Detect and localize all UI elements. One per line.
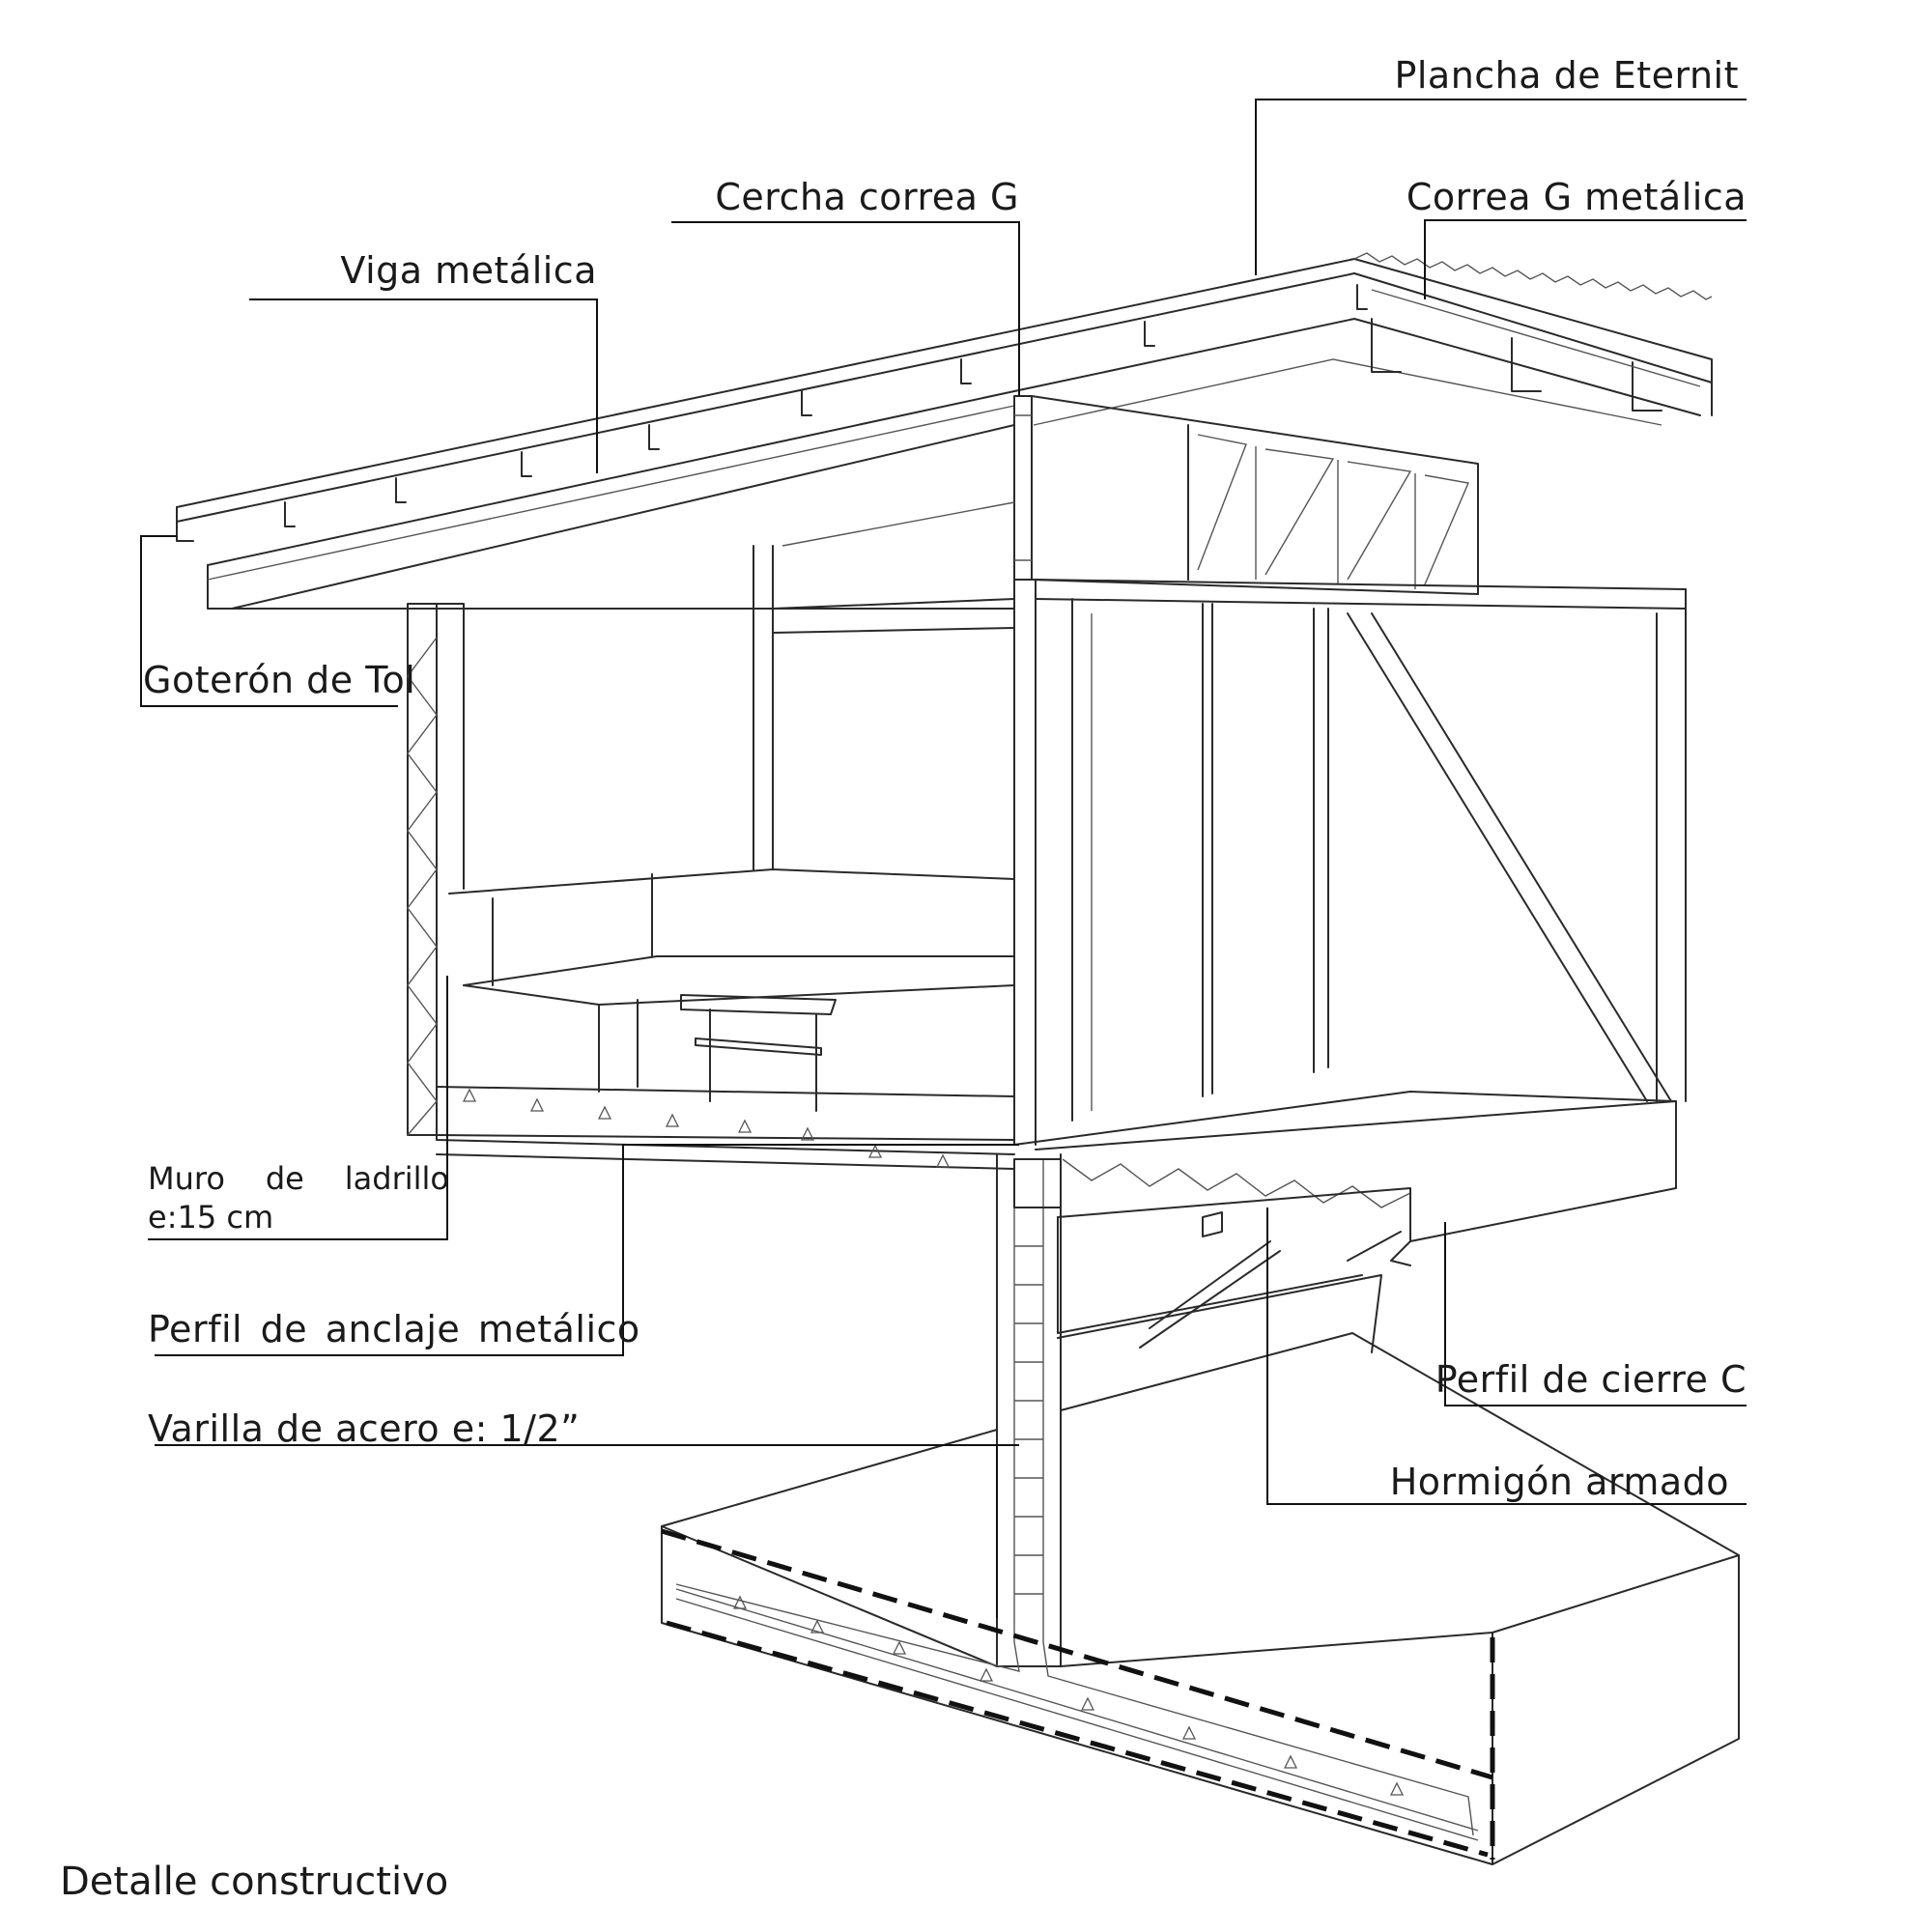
label-perfil-cierre: Perfil de cierre C xyxy=(1435,1358,1747,1401)
brick-wall xyxy=(407,603,465,1136)
floor-slab xyxy=(436,1088,1677,1353)
column-and-glazing xyxy=(1013,579,1687,1146)
muro-word-1: Muro xyxy=(148,1160,225,1197)
label-goteron-tol: Goterón de Tol xyxy=(143,659,416,701)
room-interior xyxy=(436,501,1015,1141)
muro-word-3: ladrillo xyxy=(344,1160,449,1197)
label-varilla-acero: Varilla de acero e: 1/2” xyxy=(148,1407,581,1450)
muro-line-1: Muro de ladrillo xyxy=(148,1159,449,1198)
clerestory-windows xyxy=(1031,395,1479,595)
muro-word-2: de xyxy=(265,1160,304,1197)
label-cercha-correa: Cercha correa G xyxy=(715,176,1019,218)
label-perfil-anclaje: Perfil de anclaje metálico xyxy=(148,1308,640,1350)
label-muro-ladrillo: Muro de ladrillo e:15 cm xyxy=(148,1159,449,1236)
label-correa-g: Correa G metálica xyxy=(1406,176,1747,218)
label-viga-metalica: Viga metálica xyxy=(340,249,597,292)
diagram-caption: Detalle constructivo xyxy=(60,1860,449,1904)
foundation xyxy=(661,1153,1740,1865)
leader-lines xyxy=(140,99,1747,1618)
label-plancha-eternit: Plancha de Eternit xyxy=(1394,54,1739,97)
muro-line-2: e:15 cm xyxy=(148,1199,274,1236)
roof-structure xyxy=(176,252,1713,610)
label-hormigon-armado: Hormigón armado xyxy=(1389,1461,1729,1503)
